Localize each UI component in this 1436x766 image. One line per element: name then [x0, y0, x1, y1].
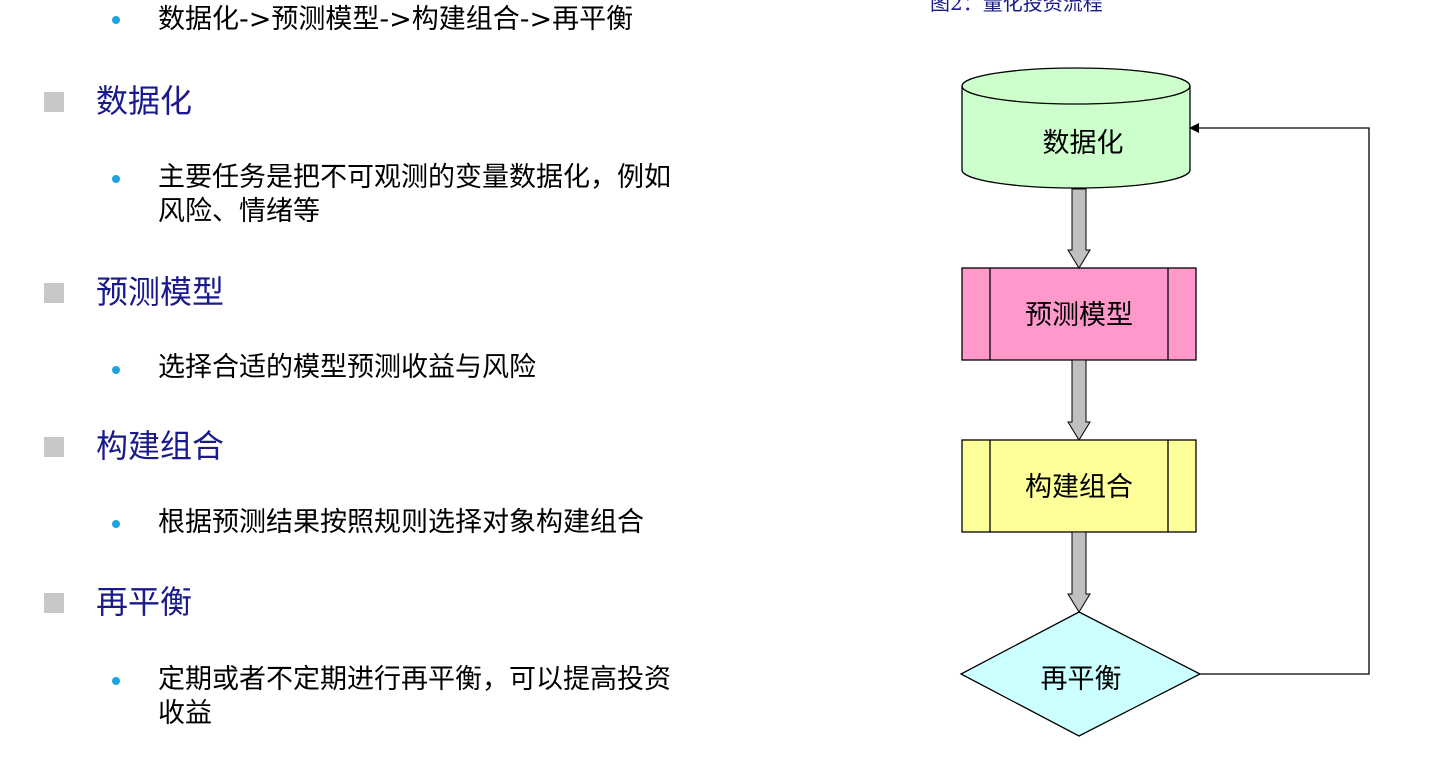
- intro-bullet-dot: [112, 16, 120, 24]
- flow-arrow-3: [1067, 531, 1091, 613]
- section-2-heading: 预测模型: [96, 273, 225, 311]
- node-predict-process: 预测模型: [961, 267, 1197, 361]
- flow-arrow-2: [1067, 359, 1091, 441]
- section-2-bullet-line-1: 选择合适的模型预测收益与风险: [158, 352, 536, 383]
- cylinder-top: [961, 67, 1191, 105]
- node-rebalance-label: 再平衡: [1041, 664, 1122, 695]
- node-build-process: 构建组合: [961, 439, 1197, 533]
- section-3-bullet-line-1: 根据预测结果按照规则选择对象构建组合: [158, 507, 644, 538]
- section-4-bullet-dot: [112, 677, 120, 685]
- node-data-cylinder: 数据化: [961, 67, 1191, 189]
- node-data-label: 数据化: [1043, 128, 1124, 159]
- intro-bullet-text: 数据化->预测模型->构建组合->再平衡: [158, 4, 634, 35]
- section-3-heading: 构建组合: [96, 427, 225, 465]
- node-build-label: 构建组合: [1025, 472, 1133, 503]
- cylinder-body: [961, 86, 1191, 189]
- rebalance-diamond: [959, 611, 1202, 737]
- section-4-heading: 再平衡: [96, 583, 193, 621]
- section-1-heading: 数据化: [96, 82, 193, 120]
- node-predict-label: 预测模型: [1025, 300, 1133, 331]
- section-1-bullet-line-2: 风险、情绪等: [158, 196, 320, 227]
- section-2-bullet-dot: [112, 366, 120, 374]
- section-2-square-icon: [44, 283, 64, 303]
- predict-box: [961, 267, 1197, 361]
- section-4-square-icon: [44, 593, 64, 613]
- section-1-square-icon: [44, 92, 64, 112]
- text-panel: 数据化->预测模型->构建组合->再平衡 数据化 主要任务是把不可观测的变量数据…: [44, 4, 671, 729]
- figure-caption: 图2：量化投资流程: [930, 0, 1103, 15]
- feedback-loop-connector: [1189, 123, 1370, 675]
- section-4-bullet-line-2: 收益: [158, 698, 212, 729]
- section-3-square-icon: [44, 437, 64, 457]
- section-1-bullet-line-1: 主要任务是把不可观测的变量数据化，例如: [158, 162, 671, 193]
- build-box: [961, 439, 1197, 533]
- section-4-bullet-line-1: 定期或者不定期进行再平衡，可以提高投资: [158, 664, 671, 695]
- section-3-bullet-dot: [112, 520, 120, 528]
- flow-arrow-1: [1067, 188, 1091, 269]
- section-1-bullet-dot: [112, 175, 120, 183]
- node-rebalance-decision: 再平衡: [959, 611, 1202, 737]
